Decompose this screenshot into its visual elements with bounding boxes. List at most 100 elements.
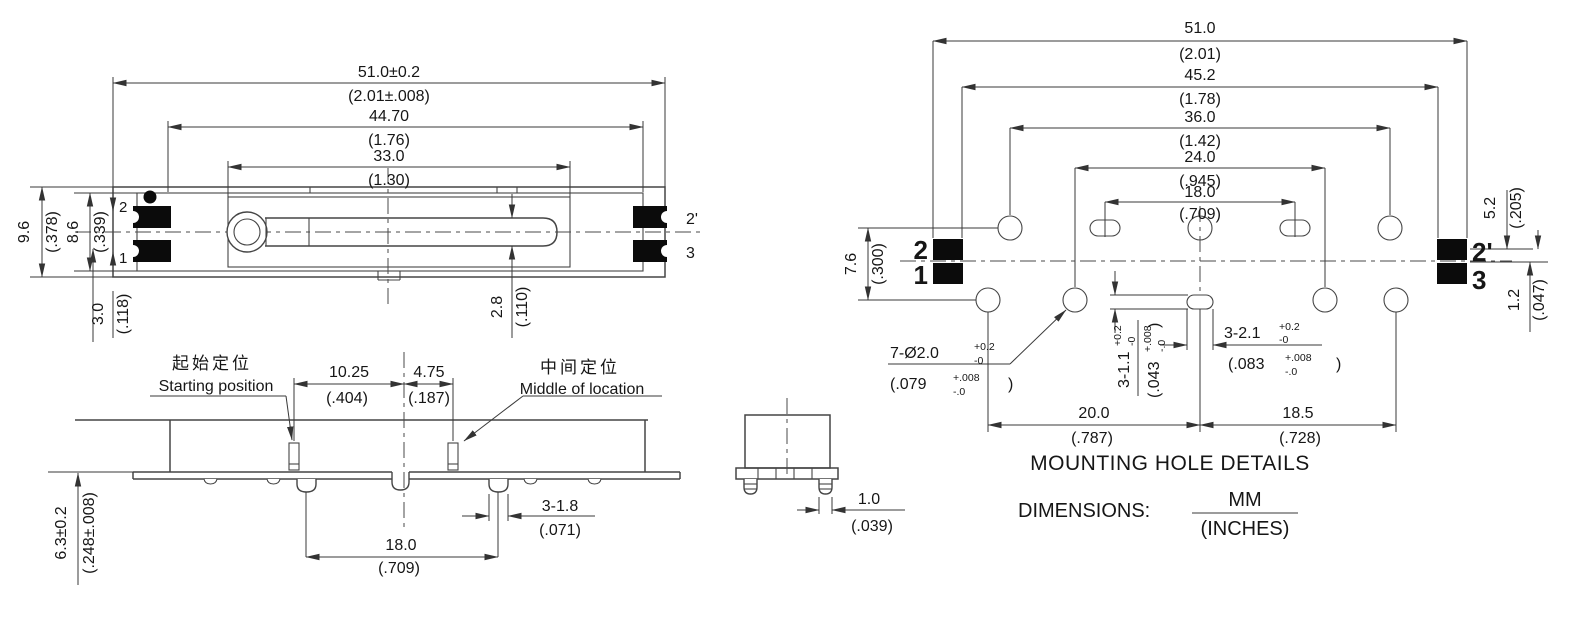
dim-side-middle-in: (.187) — [408, 390, 450, 407]
dim-mount-20-mm: 20.0 — [1078, 405, 1109, 422]
front-terminal-3-label: 3 — [686, 245, 695, 262]
start-position-mark — [288, 442, 300, 471]
front-view: 51.0±0.2 (2.01±.008) 44.70 (1.76) 33.0 (… — [16, 64, 700, 342]
dim-mount-24-in: (.945) — [1179, 173, 1221, 190]
start-position-label-cn: 起始定位 — [172, 354, 252, 373]
svg-text:+0.2: +0.2 — [974, 341, 995, 353]
front-dim-lines — [30, 77, 666, 342]
svg-text:-.0: -.0 — [953, 386, 965, 398]
mounting-pad-2-label: 2 — [914, 235, 928, 265]
svg-text:3-1.1: 3-1.1 — [1116, 351, 1133, 388]
dim-front-height-body-mm: 8.6 — [65, 221, 82, 243]
mounting-view: 51.0 (2.01) 45.2 (1.78) 36.0 (1.42) 24.0… — [843, 20, 1548, 540]
mounting-pad-1 — [933, 263, 963, 284]
dim-mount-185-mm: 18.5 — [1282, 405, 1313, 422]
dim-mount-452-mm: 45.2 — [1184, 67, 1215, 84]
dim-front-height-outer-mm: 9.6 — [16, 221, 33, 243]
middle-position-label-en: Middle of location — [520, 381, 645, 398]
dim-mount-12-mm: 1.2 — [1506, 289, 1523, 311]
svg-text:(.083: (.083 — [1228, 356, 1265, 373]
dim-side-start-in: (.404) — [326, 390, 368, 407]
dim-front-slot-width-mm: 2.8 — [489, 296, 506, 318]
svg-text:-0: -0 — [974, 355, 983, 367]
svg-text:-.0: -.0 — [1285, 366, 1297, 378]
svg-text:+0.2: +0.2 — [1279, 321, 1300, 333]
units-mm: MM — [1228, 489, 1261, 511]
dim-side-pin-width-in: (.071) — [539, 522, 581, 539]
dim-side-pin-width-mm: 3-1.8 — [542, 498, 579, 515]
dim-mount-51-mm: 51.0 — [1184, 20, 1215, 37]
dim-mount-24-mm: 24.0 — [1184, 149, 1215, 166]
start-position-label-en: Starting position — [159, 378, 274, 395]
dim-mount-76-in: (.300) — [870, 243, 887, 285]
side-pin-center — [391, 472, 410, 491]
svg-text:): ) — [1146, 323, 1163, 328]
end-view: 1.0 (.039) — [735, 398, 905, 535]
svg-text:+.008: +.008 — [953, 372, 980, 384]
side-pin-left — [296, 479, 317, 493]
dim-mount-452-in: (1.78) — [1179, 91, 1221, 108]
dim-mount-18-in: (.709) — [1179, 206, 1221, 223]
mounting-pad-2p — [1437, 239, 1467, 260]
front-terminal-2-label: 2 — [119, 199, 127, 216]
svg-text:(.043: (.043 — [1146, 361, 1163, 398]
end-pin-left — [743, 479, 758, 495]
dim-side-start-mm: 10.25 — [329, 364, 369, 381]
dim-mount-76-mm: 7.6 — [843, 253, 860, 275]
dim-front-height-outer-in: (.378) — [44, 211, 61, 253]
dim-side-height-mm: 6.3±0.2 — [53, 506, 70, 559]
mounting-hole — [997, 215, 1023, 241]
dim-front-pin-offset-in: (.118) — [115, 294, 132, 335]
slot-height-callout: 3-1.1 +0.2 -0 (.043 +.008 -.0 ) — [1112, 323, 1168, 398]
svg-text:+.008: +.008 — [1285, 352, 1312, 364]
dim-front-width-outer-in: (2.01±.008) — [348, 88, 430, 105]
terminal-pad-1 — [133, 240, 171, 262]
mounting-pad-2 — [933, 239, 963, 260]
dim-side-middle-mm: 4.75 — [413, 364, 444, 381]
dim-mount-52-in: (.205) — [1508, 187, 1525, 229]
end-dim-lines — [797, 497, 905, 514]
side-view: 起始定位 Starting position 中间定位 Middle of lo… — [48, 352, 681, 585]
mounting-hole — [1377, 215, 1403, 241]
mounting-pad-3 — [1437, 263, 1467, 284]
svg-text:7-Ø2.0: 7-Ø2.0 — [890, 345, 939, 362]
svg-text:+0.2: +0.2 — [1112, 325, 1124, 346]
mounting-dim-lines — [858, 37, 1548, 432]
dim-mount-51-in: (2.01) — [1179, 46, 1221, 63]
dim-mount-20-in: (.787) — [1071, 430, 1113, 447]
svg-text:): ) — [1336, 356, 1341, 373]
dim-side-pin-pitch-mm: 18.0 — [385, 537, 416, 554]
mounting-hole — [975, 287, 1001, 313]
middle-position-mark — [447, 442, 459, 471]
side-pin-right — [488, 479, 509, 493]
dim-side-height-in: (.248±.008) — [81, 492, 98, 574]
dim-front-pin-offset-mm: 3.0 — [90, 303, 107, 325]
mounting-hole — [1312, 287, 1338, 313]
front-terminal-2p-label: 2' — [686, 211, 698, 228]
dim-mount-36-mm: 36.0 — [1184, 109, 1215, 126]
svg-text:): ) — [1008, 376, 1013, 393]
svg-text:+.008: +.008 — [1142, 325, 1154, 352]
index-dot — [143, 190, 157, 204]
holes-callout: 7-Ø2.0 +0.2 -0 (.079 +.008 -.0 ) — [890, 341, 1013, 398]
dim-side-pin-pitch-in: (.709) — [378, 560, 420, 577]
mounting-title: MOUNTING HOLE DETAILS — [1030, 452, 1310, 475]
dim-front-width-inner-mm: 44.70 — [369, 108, 409, 125]
mounting-pad-3-label: 3 — [1472, 265, 1486, 295]
mounting-slot-center — [1186, 294, 1214, 310]
svg-text:-.0: -.0 — [1156, 340, 1168, 352]
dim-front-slot-span-mm: 33.0 — [373, 148, 404, 165]
slider-knob — [226, 211, 268, 253]
svg-text:3-2.1: 3-2.1 — [1224, 325, 1261, 342]
dim-mount-185-in: (.728) — [1279, 430, 1321, 447]
front-terminal-1-label: 1 — [119, 250, 127, 267]
end-pin-right — [818, 479, 833, 495]
middle-position-label-cn: 中间定位 — [540, 358, 620, 377]
dimensions-label: DIMENSIONS: — [1018, 500, 1150, 522]
terminal-pad-2p — [633, 206, 667, 228]
svg-text:(.079: (.079 — [890, 376, 927, 393]
mounting-hole — [1062, 287, 1088, 313]
mounting-pad-2p-label: 2' — [1472, 237, 1493, 267]
